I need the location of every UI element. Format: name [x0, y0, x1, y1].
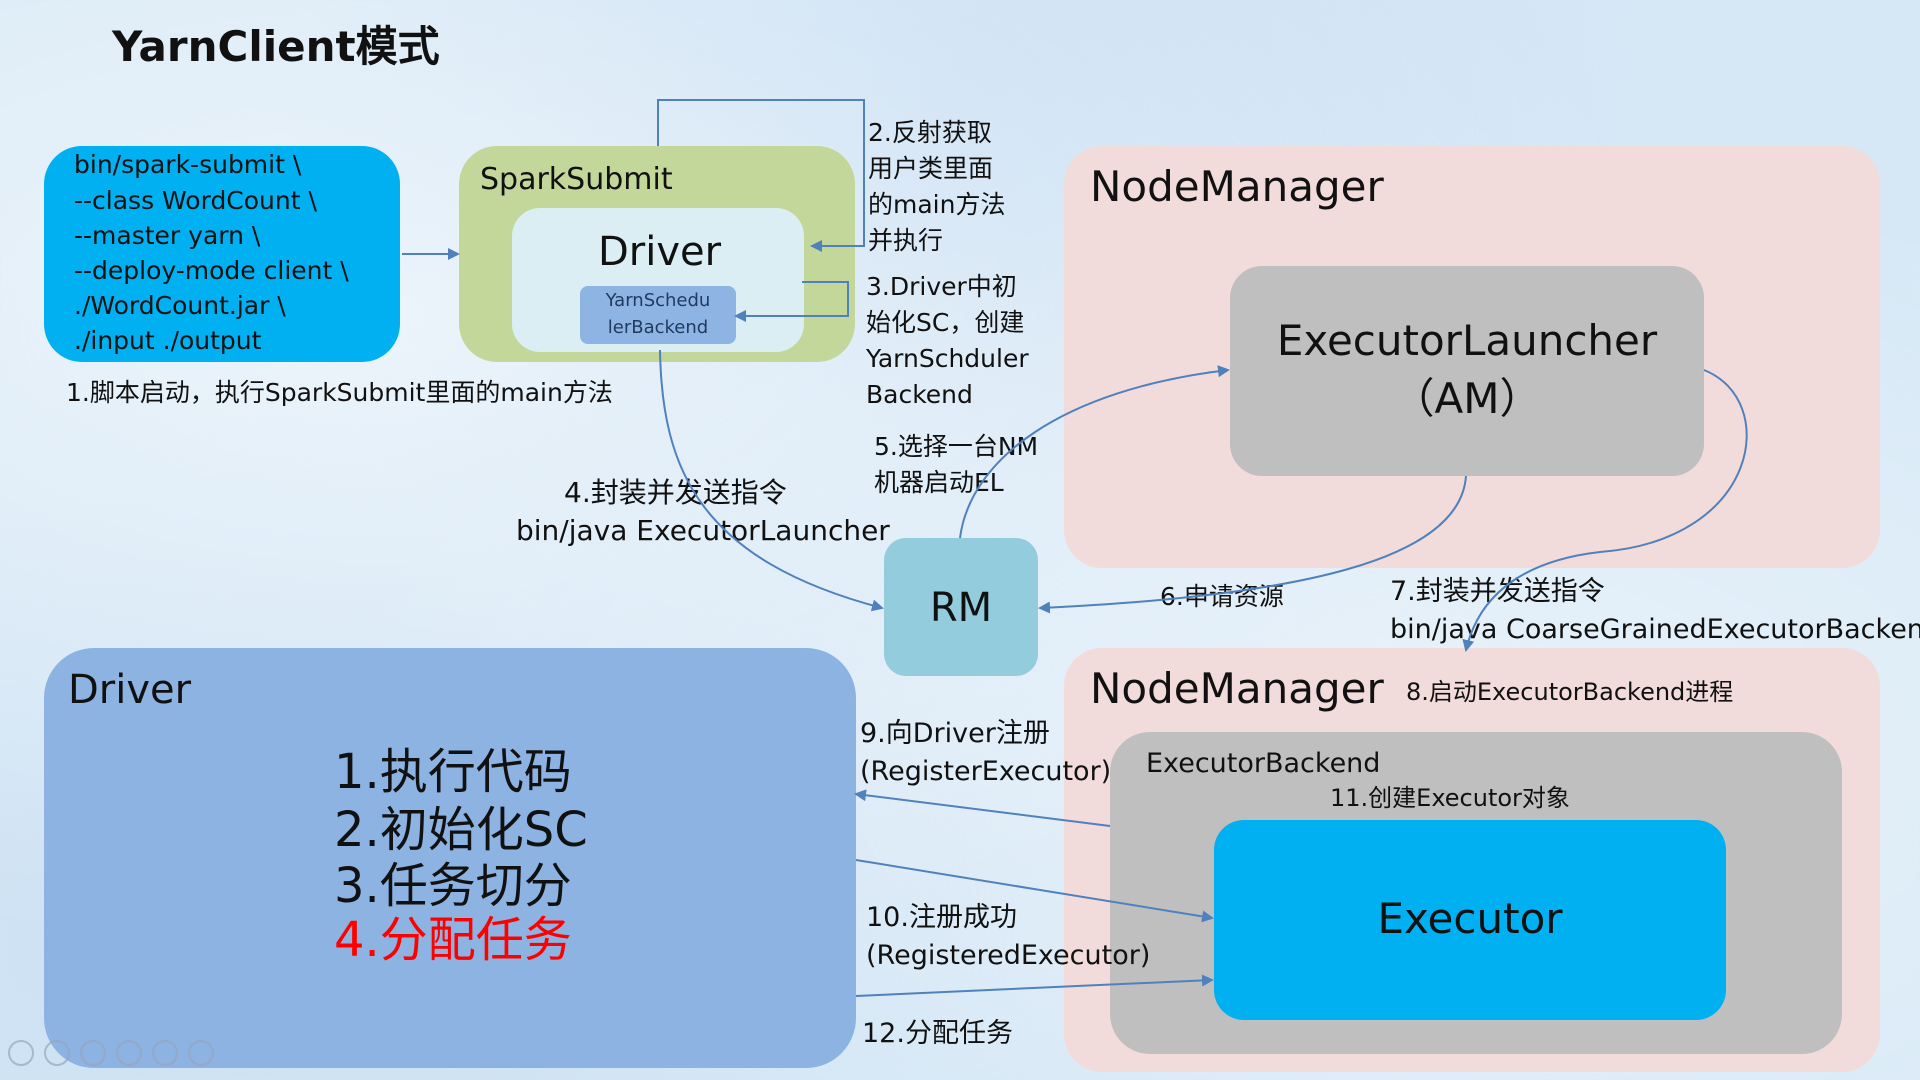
driver-main-box — [44, 648, 856, 1068]
yarn-scheduler-backend-box — [580, 286, 736, 344]
step-4-label: 4.封装并发送指令 — [564, 476, 787, 509]
step-9-sublabel: (RegisterExecutor) — [860, 756, 1112, 787]
step-9-label: 9.向Driver注册 — [860, 718, 1050, 749]
step-3-label: 3.Driver中初 — [866, 272, 1017, 301]
command-line: bin/spark-submit \ — [74, 150, 302, 179]
page-title: YarnClient模式 — [112, 22, 440, 71]
slides-icon[interactable] — [116, 1040, 142, 1066]
step-1-label: 1.脚本启动，执行SparkSubmit里面的main方法 — [66, 378, 613, 407]
executor-backend-label: ExecutorBackend — [1146, 748, 1381, 779]
yarn-scheduler-backend-label: YarnSchedu — [605, 290, 711, 311]
step-2-label: 并执行 — [868, 226, 944, 255]
arrow-step-7 — [1462, 369, 1748, 652]
driver-task-highlighted: 4.分配任务 — [334, 912, 572, 968]
executor-label: Executor — [1377, 894, 1563, 943]
more-icon[interactable] — [188, 1040, 214, 1066]
executor-box — [1214, 820, 1726, 1020]
command-line: --deploy-mode client \ — [74, 256, 349, 285]
arrow-step-5 — [959, 365, 1230, 539]
command-box — [44, 146, 400, 362]
command-line: ./input ./output — [74, 326, 262, 355]
arrow-step-12 — [855, 974, 1214, 997]
step-3-label: 始化SC，创建 — [866, 308, 1025, 337]
executor-launcher-label: ExecutorLauncher — [1276, 316, 1658, 365]
step-8-label: 8.启动ExecutorBackend进程 — [1406, 678, 1734, 706]
step-11-label: 11.创建Executor对象 — [1330, 784, 1570, 812]
arrow-step-3 — [734, 281, 849, 322]
command-line: --master yarn \ — [74, 221, 261, 250]
arrow-step-9 — [854, 789, 1111, 827]
step-2-label: 用户类里面 — [868, 154, 994, 183]
node-manager-top-label: NodeManager — [1090, 162, 1384, 211]
driver-task: 1.执行代码 — [334, 744, 572, 800]
arrow-loop-top — [657, 99, 865, 252]
node-manager-bottom-label: NodeManager — [1090, 664, 1384, 713]
command-line: ./WordCount.jar \ — [74, 291, 286, 320]
step-10-sublabel: (RegisteredExecutor) — [866, 940, 1151, 971]
yarn-scheduler-backend-label: lerBackend — [607, 317, 709, 338]
arrow-step-4 — [659, 349, 884, 612]
arrow-step-10 — [855, 859, 1214, 923]
driver-inner-label: Driver — [598, 229, 722, 275]
nav-forward-icon[interactable] — [44, 1040, 70, 1066]
step-4-command: bin/java ExecutorLauncher — [516, 514, 890, 547]
resource-manager-box — [884, 538, 1038, 676]
driver-task: 2.初始化SC — [334, 802, 588, 858]
arrow-step-6 — [1038, 475, 1467, 614]
step-3-label: Backend — [866, 380, 973, 409]
step-2-label: 2.反射获取 — [868, 118, 992, 147]
nav-back-icon[interactable] — [8, 1040, 34, 1066]
step-10-label: 10.注册成功 — [866, 902, 1017, 933]
step-7-label: 7.封装并发送指令 — [1390, 576, 1605, 607]
executor-launcher-am-label: （AM） — [1392, 374, 1542, 423]
zoom-icon[interactable] — [152, 1040, 178, 1066]
step-3-label: YarnSchduler — [866, 344, 1029, 373]
driver-task: 3.任务切分 — [334, 858, 572, 914]
executor-launcher-box — [1230, 266, 1704, 476]
resource-manager-label: RM — [929, 585, 993, 631]
pen-icon[interactable] — [80, 1040, 106, 1066]
driver-main-label: Driver — [68, 667, 192, 713]
step-2-label: 的main方法 — [868, 190, 1006, 219]
command-line: --class WordCount \ — [74, 186, 317, 215]
step-12-label: 12.分配任务 — [862, 1018, 1013, 1049]
step-5-label: 5.选择一台NM — [874, 432, 1039, 461]
spark-submit-label: SparkSubmit — [480, 162, 673, 197]
